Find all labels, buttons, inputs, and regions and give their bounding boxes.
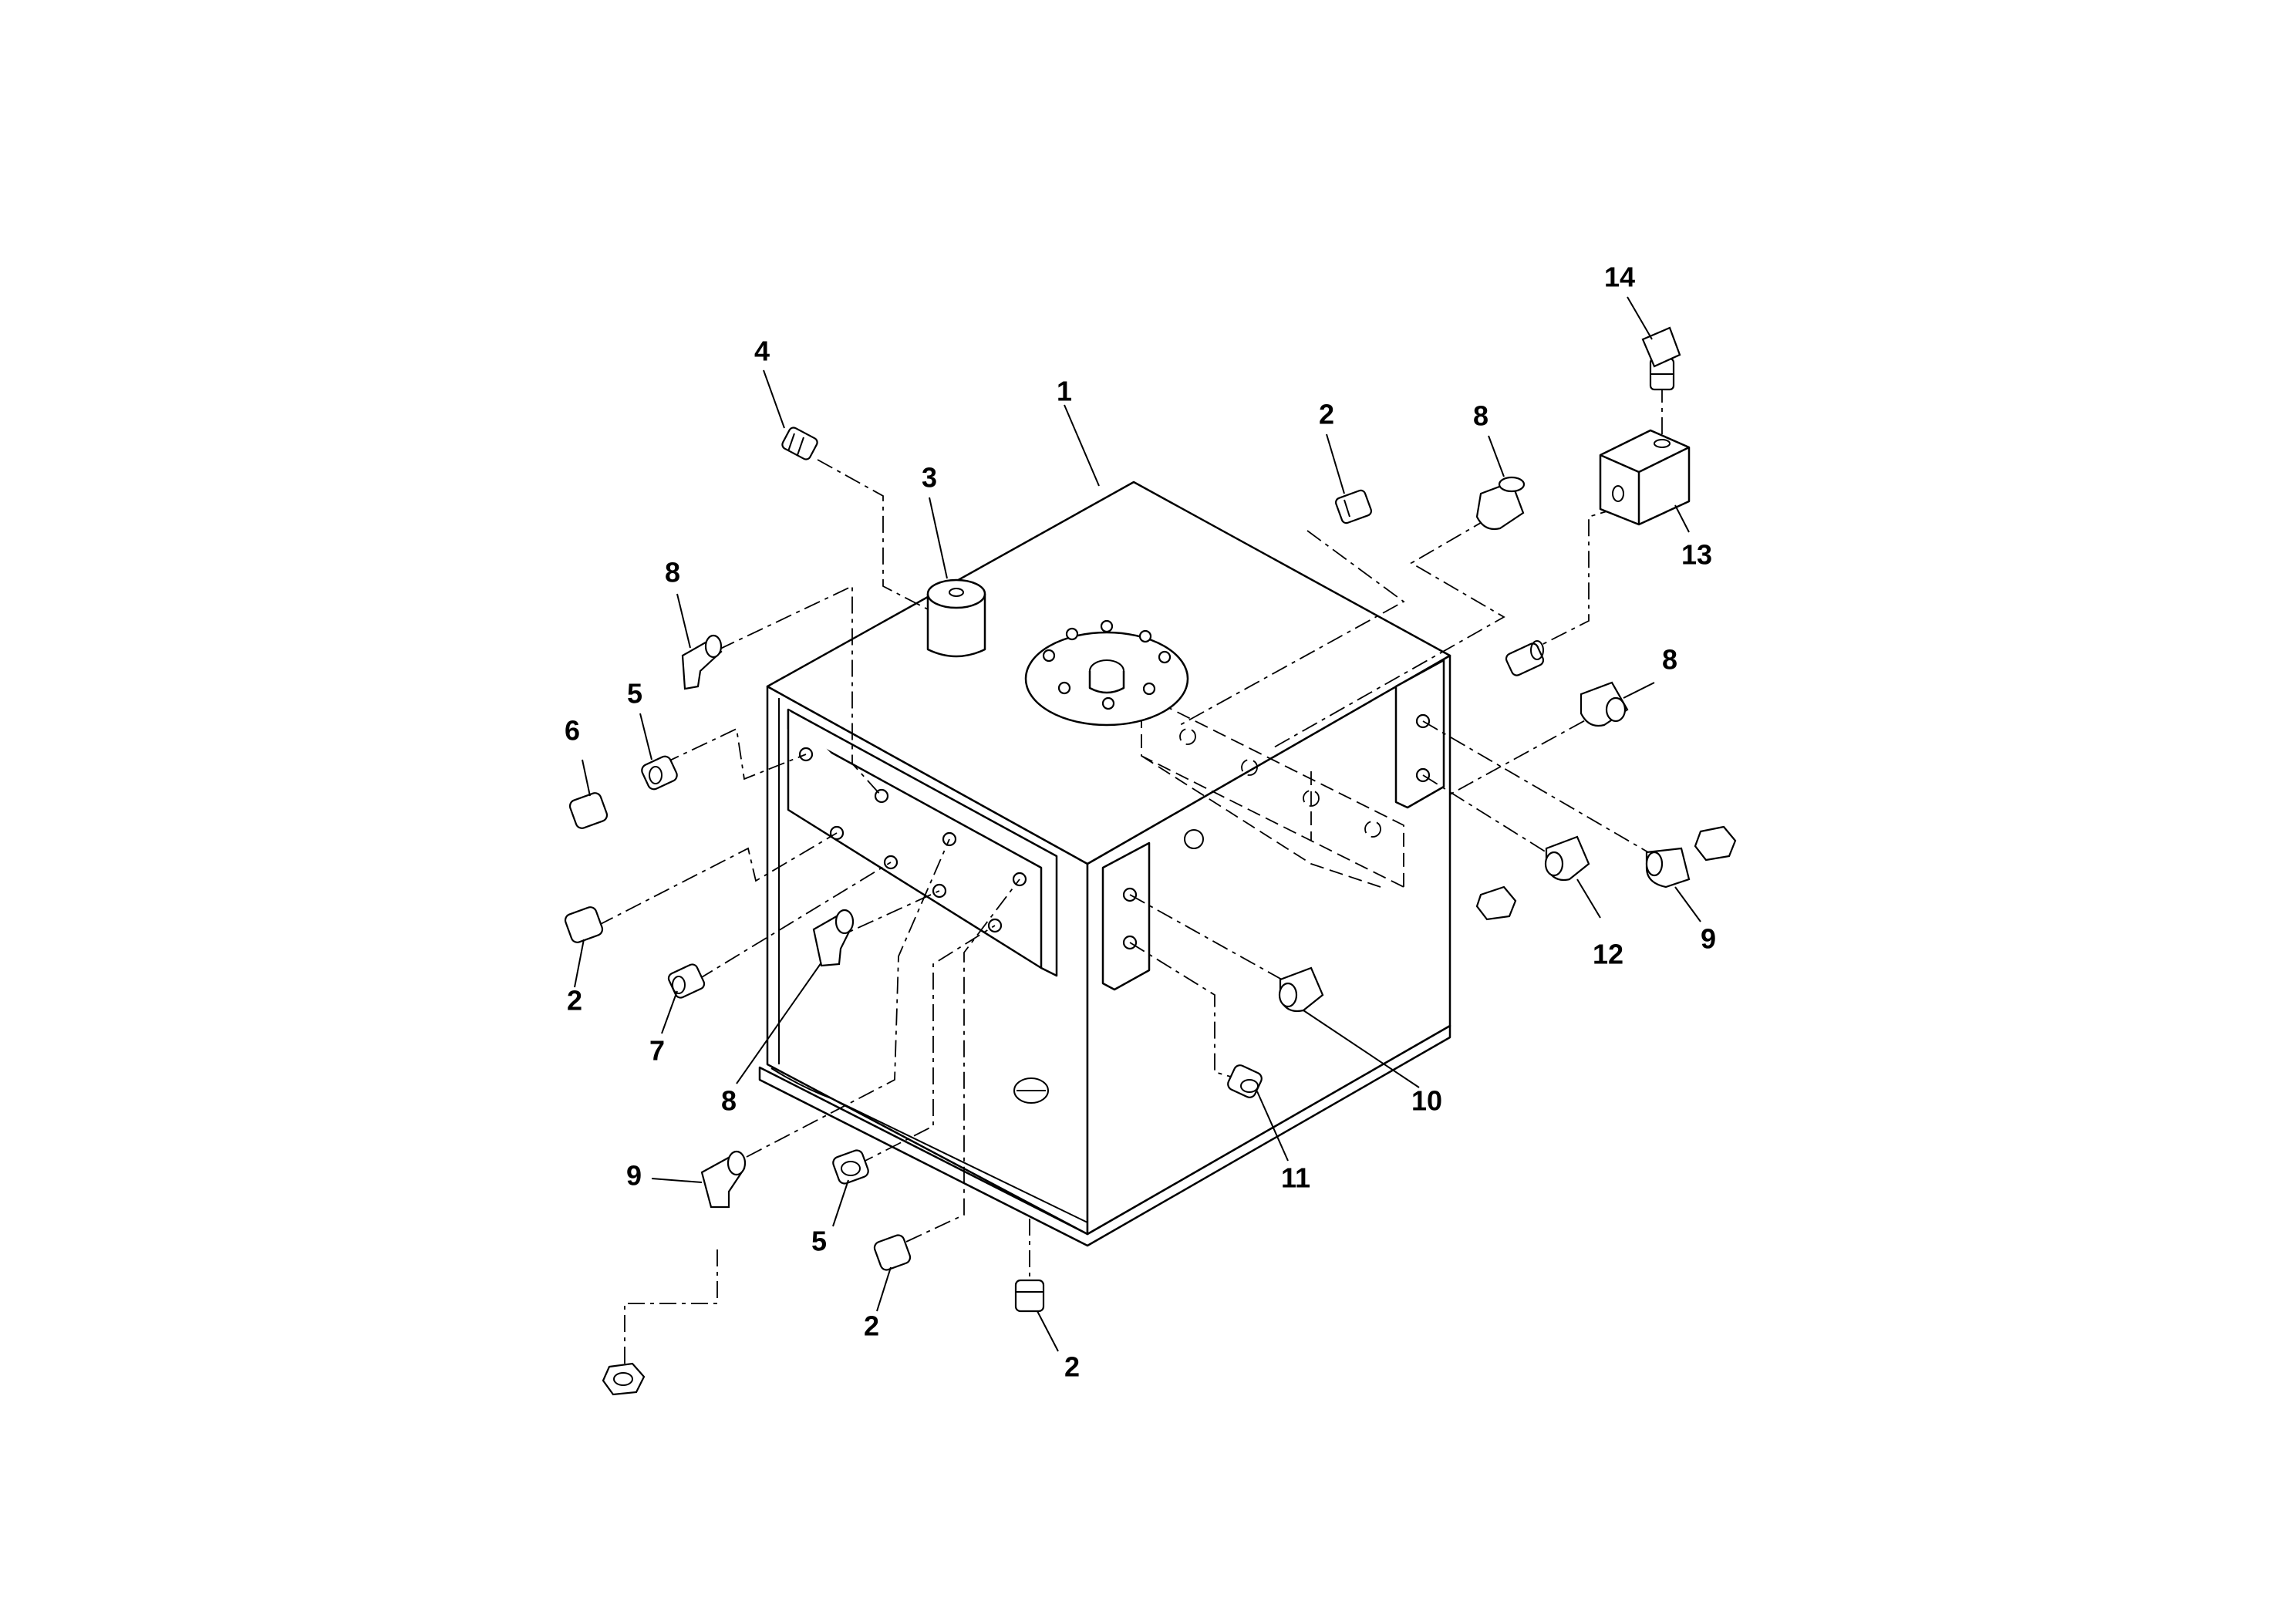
part-9-elbow-left bbox=[700, 1150, 747, 1209]
part-2-plug-top bbox=[1334, 489, 1373, 524]
callout-8-front: 8 bbox=[721, 1085, 737, 1117]
part-adapter-right bbox=[1505, 640, 1545, 676]
part-12-elbow bbox=[1475, 835, 1590, 921]
callout-7: 7 bbox=[649, 1035, 665, 1067]
part-6-cap bbox=[568, 792, 609, 829]
part-4-plug bbox=[781, 427, 818, 460]
callout-6: 6 bbox=[565, 715, 580, 747]
top-cover-plate bbox=[1024, 619, 1189, 727]
callout-1: 1 bbox=[1057, 376, 1072, 407]
callout-13: 13 bbox=[1681, 539, 1712, 571]
callout-2-bottom: 2 bbox=[864, 1310, 879, 1342]
callout-8-top: 8 bbox=[1473, 400, 1489, 432]
callout-14: 14 bbox=[1604, 261, 1635, 293]
part-2-plug-drain bbox=[1014, 1279, 1045, 1313]
part-2-plug-left bbox=[564, 906, 604, 943]
part-5-adapter-bottom bbox=[832, 1149, 869, 1185]
callout-9-right: 9 bbox=[1701, 923, 1716, 955]
callout-5-bottom: 5 bbox=[811, 1226, 827, 1257]
tank-body bbox=[758, 481, 1451, 1247]
leader-lines bbox=[574, 296, 1701, 1352]
callout-3: 3 bbox=[922, 462, 937, 494]
callout-2-top: 2 bbox=[1319, 399, 1334, 430]
assembly-lines bbox=[597, 386, 1682, 1365]
callout-11: 11 bbox=[1281, 1162, 1310, 1194]
part-nut-bottom bbox=[602, 1362, 646, 1396]
callout-2-left: 2 bbox=[567, 985, 582, 1017]
part-8-elbow-front bbox=[812, 909, 855, 967]
callout-labels: 1 2 2 2 2 3 4 5 5 6 7 8 8 8 8 9 9 10 11 … bbox=[565, 261, 1716, 1383]
right-port-plate bbox=[1394, 659, 1445, 809]
part-8-elbow-top bbox=[1475, 476, 1526, 531]
part-10-elbow bbox=[1278, 966, 1324, 1013]
callout-5-left: 5 bbox=[627, 678, 642, 710]
callout-8-left: 8 bbox=[665, 557, 680, 588]
part-14-fitting bbox=[1641, 326, 1681, 391]
callout-4: 4 bbox=[754, 336, 770, 367]
part-7-adapter bbox=[667, 963, 706, 999]
callout-10: 10 bbox=[1411, 1085, 1442, 1117]
left-port-plate bbox=[787, 708, 1058, 977]
callout-12: 12 bbox=[1593, 939, 1623, 970]
callout-9-left: 9 bbox=[626, 1160, 642, 1192]
part-11-adapter bbox=[1227, 1064, 1263, 1098]
part-9-elbow-right bbox=[1645, 825, 1737, 889]
front-port-plate bbox=[1101, 841, 1151, 991]
part-5-adapter-left bbox=[641, 755, 678, 791]
part-8-elbow-left bbox=[681, 634, 723, 690]
callout-2-drain: 2 bbox=[1064, 1351, 1080, 1383]
part-2-plug-bottom bbox=[873, 1234, 912, 1271]
callout-8-right: 8 bbox=[1662, 644, 1677, 676]
part-13-block bbox=[1599, 429, 1691, 526]
filler-neck bbox=[926, 578, 986, 658]
part-8-elbow-right bbox=[1580, 681, 1629, 727]
